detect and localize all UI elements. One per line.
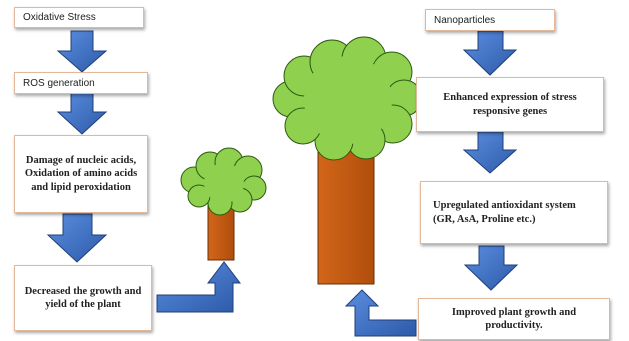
- down-arrow-icon: [56, 92, 108, 135]
- improved-growth-box: Improved plant growth and productivity.: [418, 298, 610, 340]
- nanoparticles-label: Nanoparticles: [434, 14, 496, 26]
- upregulated-antioxidant-label: Upregulated antioxidant system (GR, AsA,…: [433, 200, 576, 225]
- upregulated-antioxidant-box: Upregulated antioxidant system (GR, AsA,…: [420, 181, 608, 244]
- oxidative-stress-label: Oxidative Stress: [23, 12, 96, 23]
- large-tree-icon: [272, 36, 423, 285]
- enhanced-expression-box: Enhanced expression of stress responsive…: [416, 77, 604, 132]
- ros-generation-box: ROS generation: [14, 72, 148, 94]
- decreased-growth-label: Decreased the growth and yield of the pl…: [24, 285, 142, 310]
- improved-growth-label: Improved plant growth and productivity.: [451, 306, 577, 331]
- elbow-up-arrow-icon: [156, 261, 242, 313]
- elbow-up-arrow-icon: [344, 289, 417, 337]
- down-arrow-icon: [56, 30, 108, 73]
- ros-generation-label: ROS generation: [23, 77, 95, 89]
- nanoparticles-box: Nanoparticles: [425, 9, 555, 31]
- down-arrow-icon: [463, 245, 519, 291]
- oxidative-stress-box: Oxidative Stress: [14, 7, 144, 28]
- small-tree-icon: [180, 147, 267, 261]
- enhanced-expression-label: Enhanced expression of stress responsive…: [443, 92, 577, 117]
- damage-label: Damage of nucleic acids, Oxidation of am…: [24, 155, 138, 193]
- down-arrow-icon: [46, 213, 108, 263]
- damage-box: Damage of nucleic acids, Oxidation of am…: [14, 135, 148, 213]
- down-arrow-icon: [462, 30, 518, 76]
- decreased-growth-box: Decreased the growth and yield of the pl…: [14, 265, 152, 331]
- down-arrow-icon: [462, 131, 518, 174]
